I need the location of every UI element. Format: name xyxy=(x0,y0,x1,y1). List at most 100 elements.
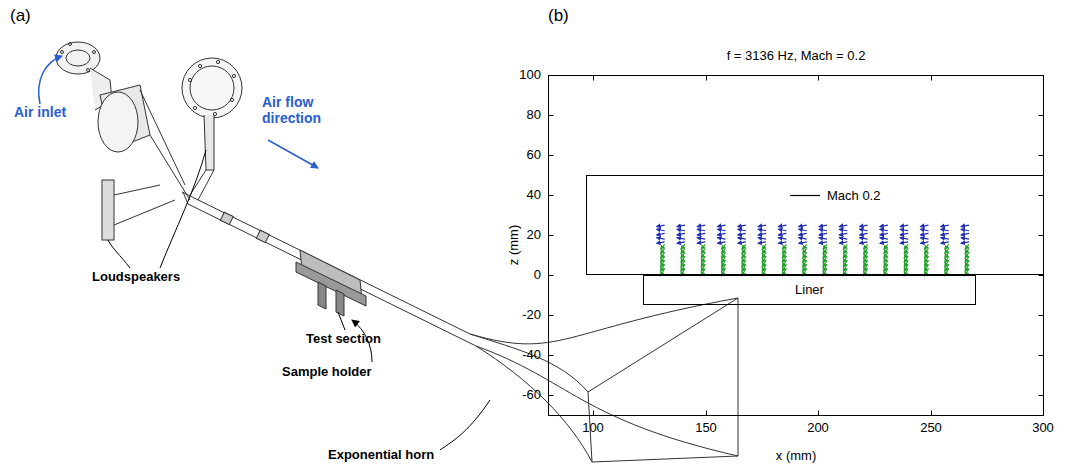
velocity-vector xyxy=(839,242,847,244)
velocity-vector xyxy=(742,244,746,249)
axis-tick: 100 xyxy=(519,68,541,83)
axis-tick: 250 xyxy=(920,421,942,436)
velocity-vector xyxy=(884,244,888,249)
velocity-vector xyxy=(880,233,888,235)
velocity-vector xyxy=(860,233,868,235)
velocity-vector xyxy=(819,225,827,227)
velocity-vector xyxy=(880,225,888,227)
velocity-vector xyxy=(920,225,928,227)
axis-tick: 100 xyxy=(582,421,604,436)
velocity-vector xyxy=(697,229,705,231)
velocity-vector xyxy=(718,225,726,227)
velocity-vector xyxy=(880,229,888,231)
velocity-vector xyxy=(799,225,807,227)
velocity-vector xyxy=(799,229,807,231)
velocity-vector xyxy=(697,238,705,240)
velocity-vector xyxy=(819,233,827,235)
velocity-vector xyxy=(920,233,928,235)
velocity-vector xyxy=(718,242,726,244)
axis-tick: 150 xyxy=(695,421,717,436)
velocity-vector xyxy=(758,229,766,231)
velocity-vector xyxy=(941,238,949,240)
velocity-vector xyxy=(657,225,665,227)
velocity-vector xyxy=(738,225,746,227)
velocity-vector xyxy=(677,238,685,240)
velocity-vector xyxy=(941,229,949,231)
velocity-vector xyxy=(738,233,746,235)
velocity-vector xyxy=(864,244,868,249)
box-text: Liner xyxy=(795,283,824,298)
velocity-vector xyxy=(900,233,908,235)
axis-tick: -60 xyxy=(522,388,541,403)
flow-label: Air inlet xyxy=(14,104,66,120)
velocity-vector xyxy=(941,233,949,235)
velocity-vector xyxy=(661,244,665,249)
velocity-vector xyxy=(697,242,705,244)
panel-letter: (b) xyxy=(548,6,569,26)
velocity-vector xyxy=(677,229,685,231)
velocity-vector xyxy=(718,229,726,231)
velocity-vector xyxy=(839,233,847,235)
velocity-vectors xyxy=(657,225,969,276)
velocity-vector xyxy=(778,233,786,235)
velocity-vector xyxy=(900,225,908,227)
axis-tick: 80 xyxy=(527,108,541,123)
axis-title: x (mm) xyxy=(776,449,816,464)
velocity-vector xyxy=(965,244,969,249)
velocity-vector xyxy=(961,242,969,244)
velocity-vector xyxy=(823,244,827,249)
axis-tick: -40 xyxy=(522,348,541,363)
velocity-vector xyxy=(860,238,868,240)
velocity-vector xyxy=(860,225,868,227)
velocity-vector xyxy=(904,244,908,249)
velocity-vector xyxy=(718,233,726,235)
velocity-vector xyxy=(843,244,847,249)
velocity-vector xyxy=(941,242,949,244)
velocity-vector xyxy=(819,238,827,240)
velocity-vector xyxy=(677,225,685,227)
velocity-vector xyxy=(924,244,928,249)
velocity-vector xyxy=(758,242,766,244)
flow-label: Air flow direction xyxy=(262,94,342,126)
velocity-vector xyxy=(762,244,766,249)
part-name: Sample holder xyxy=(282,365,372,380)
velocity-vector xyxy=(803,244,807,249)
axis-tick: 40 xyxy=(527,188,541,203)
axis-tick: -20 xyxy=(522,308,541,323)
velocity-vector xyxy=(819,242,827,244)
velocity-vector xyxy=(839,238,847,240)
part-name: Exponential horn xyxy=(328,448,434,463)
velocity-vector xyxy=(697,225,705,227)
velocity-vector xyxy=(961,229,969,231)
velocity-vector xyxy=(880,242,888,244)
axis-tick: 200 xyxy=(807,421,829,436)
part-name: Loudspeakers xyxy=(92,270,180,285)
plot-title: f = 3136 Hz, Mach = 0.2 xyxy=(727,49,866,64)
velocity-vector xyxy=(880,238,888,240)
velocity-vector xyxy=(657,233,665,235)
velocity-vector xyxy=(900,238,908,240)
velocity-vector xyxy=(697,233,705,235)
velocity-vector xyxy=(920,229,928,231)
velocity-vector xyxy=(701,244,705,249)
velocity-vector xyxy=(961,238,969,240)
velocity-vector xyxy=(778,229,786,231)
velocity-vector xyxy=(839,229,847,231)
velocity-vector xyxy=(677,233,685,235)
velocity-vector xyxy=(657,229,665,231)
part-name: Test section xyxy=(306,332,381,347)
velocity-vector xyxy=(782,244,786,249)
velocity-vector xyxy=(799,233,807,235)
velocity-vector xyxy=(799,238,807,240)
axis-title: z (mm) xyxy=(507,225,522,265)
velocity-vector xyxy=(738,242,746,244)
velocity-vector xyxy=(722,244,726,249)
velocity-vector xyxy=(819,229,827,231)
velocity-vector xyxy=(941,225,949,227)
leader-lines xyxy=(39,56,490,450)
velocity-vector xyxy=(839,225,847,227)
axis-tick: 0 xyxy=(534,268,541,283)
velocity-vector xyxy=(758,225,766,227)
plot-axes xyxy=(549,76,1044,416)
duct-outline: Mach 0.2 xyxy=(586,175,1044,275)
